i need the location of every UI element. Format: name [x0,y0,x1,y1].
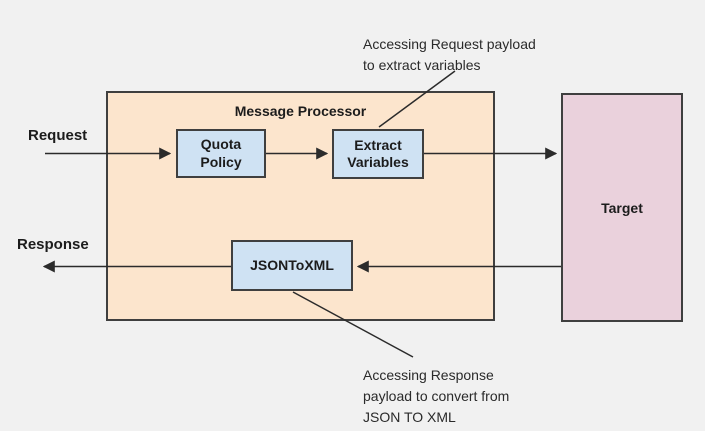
response-annotation-line2: payload to convert from [363,388,510,404]
response-label: Response [17,236,89,253]
quota-policy-node: Quota Policy [176,129,266,178]
extract-variables-node: Extract Variables [332,129,424,179]
message-processor-title: Message Processor [234,103,367,119]
json-to-xml-node: JSONToXML [231,240,353,291]
response-annotation-line3: JSON TO XML [363,409,456,425]
request-annotation-line1: Accessing Request payload [363,36,536,52]
request-annotation: Accessing Request payload to extract var… [363,34,536,76]
target-node-label: Target [601,199,643,216]
response-annotation-line1: Accessing Response [363,367,494,383]
request-annotation-line2: to extract variables [363,57,481,73]
response-annotation: Accessing Response payload to convert fr… [363,365,509,428]
target-node: Target [561,93,683,322]
request-label: Request [28,127,88,144]
